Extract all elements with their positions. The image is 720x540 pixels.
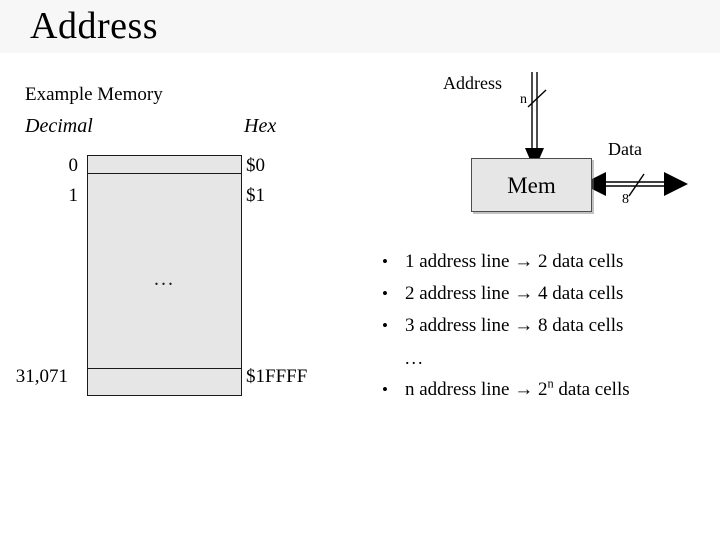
bullet-icon: • bbox=[382, 380, 388, 399]
list-item-label: ... bbox=[405, 348, 425, 368]
mem-box: Mem bbox=[471, 158, 592, 212]
mem-box-label: Mem bbox=[507, 172, 556, 198]
list-item-label-suffix: data cells bbox=[553, 379, 630, 400]
memory-cell-divider-bottom bbox=[87, 368, 242, 369]
bullet-icon: • bbox=[382, 252, 388, 271]
bullet-icon: • bbox=[382, 316, 388, 335]
decimal-address-max: 31,071 bbox=[15, 366, 68, 387]
hex-address-1: $1 bbox=[246, 185, 265, 206]
decimal-address-1: 1 bbox=[68, 185, 79, 206]
data-bus-width-label: 8 bbox=[622, 192, 629, 207]
page-title: Address bbox=[30, 5, 159, 47]
list-item-label: 3 address line → 8 data cells bbox=[405, 315, 624, 336]
bullet-icon: • bbox=[382, 284, 388, 303]
address-bus-width-label: n bbox=[520, 92, 527, 107]
example-memory-figure: Example Memory Decimal Hex ... 0 1 31,07… bbox=[0, 0, 340, 420]
mem-block-diagram: Address n Data 8 Mem bbox=[360, 60, 720, 240]
memory-cells-column bbox=[87, 155, 242, 396]
list-item: • 2 address line → 4 data cells bbox=[370, 280, 720, 312]
data-bus-arrow bbox=[582, 172, 688, 197]
hex-address-0: $0 bbox=[246, 155, 265, 176]
example-memory-caption: Example Memory bbox=[25, 84, 163, 105]
list-item-label-exponent: n bbox=[547, 376, 554, 391]
decimal-column-header: Decimal bbox=[25, 115, 93, 137]
list-item: • n address line → 2n data cells bbox=[370, 376, 720, 408]
list-item-ellipsis: ... bbox=[370, 344, 720, 376]
data-bus-label: Data bbox=[608, 139, 642, 159]
memory-cell-divider-top bbox=[87, 173, 242, 174]
list-item-label-prefix: n address line → 2 bbox=[405, 379, 548, 400]
list-item-label: 1 address line → 2 data cells bbox=[405, 251, 624, 272]
list-item-label: n address line → 2n data cells bbox=[405, 376, 630, 404]
memory-cells-ellipsis: ... bbox=[154, 268, 175, 290]
title-band: Address bbox=[0, 0, 720, 53]
decimal-address-0: 0 bbox=[68, 155, 79, 176]
hex-column-header: Hex bbox=[244, 115, 277, 137]
address-bus-arrow bbox=[525, 72, 547, 170]
address-bus-label: Address bbox=[443, 73, 502, 93]
list-item: • 1 address line → 2 data cells bbox=[370, 248, 720, 280]
list-item: • 3 address line → 8 data cells bbox=[370, 312, 720, 344]
hex-address-max: $1FFFF bbox=[246, 366, 308, 387]
list-item-label: 2 address line → 4 data cells bbox=[405, 283, 624, 304]
bus-lines-svg bbox=[525, 72, 688, 197]
address-lines-bullet-list: • 1 address line → 2 data cells • 2 addr… bbox=[370, 248, 720, 408]
